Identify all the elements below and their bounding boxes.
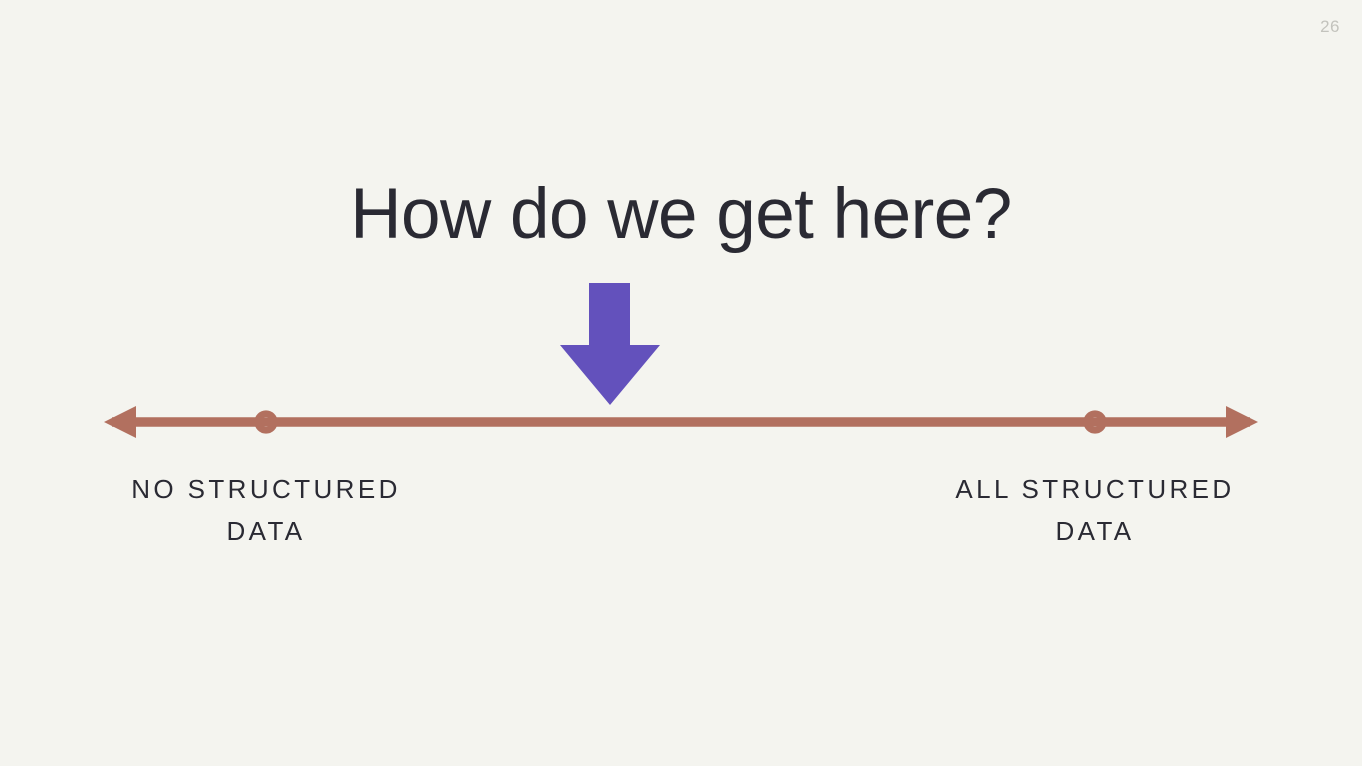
axis-label-right-line2: Data	[1055, 516, 1135, 547]
axis-label-right: All Structured Data	[895, 468, 1295, 552]
arrow-left-icon	[104, 406, 136, 438]
axis-label-left: No Structured Data	[66, 468, 466, 552]
axis-label-left-line2: Data	[226, 516, 306, 547]
ring-marker-left	[254, 410, 278, 434]
arrow-right-icon	[1226, 406, 1258, 438]
slide-title: How do we get here?	[350, 175, 1012, 254]
axis-label-right-line1: All Structured	[955, 474, 1235, 504]
axis-label-left-line1: No Structured	[131, 474, 401, 504]
page-number: 26	[1320, 17, 1340, 36]
ring-marker-right	[1083, 410, 1107, 434]
down-arrow-icon	[560, 283, 660, 405]
